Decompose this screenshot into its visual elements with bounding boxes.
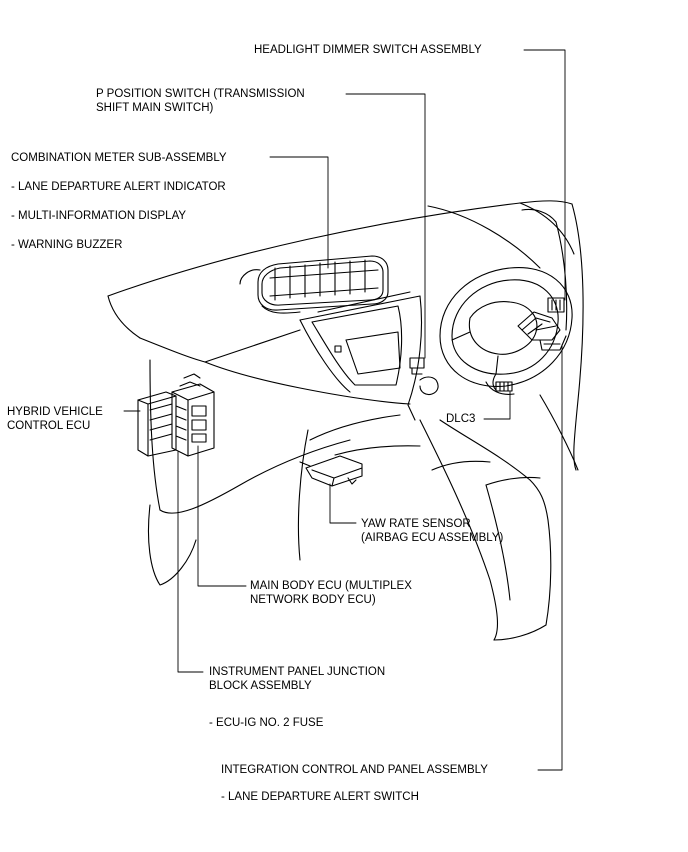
label-junction-block-line2: BLOCK ASSEMBLY	[209, 680, 312, 692]
label-headlight-dimmer-switch: HEADLIGHT DIMMER SWITCH ASSEMBLY	[254, 44, 482, 56]
label-ecu-ig-fuse: - ECU-IG NO. 2 FUSE	[209, 717, 324, 729]
label-hybrid-ecu-line2: CONTROL ECU	[7, 420, 91, 432]
label-lane-departure-indicator: - LANE DEPARTURE ALERT INDICATOR	[11, 181, 226, 193]
label-p-position-switch-line1: P POSITION SWITCH (TRANSMISSION	[96, 88, 305, 100]
main-body-ecu-drawing	[171, 373, 215, 457]
label-yaw-rate-sensor-line2: (AIRBAG ECU ASSEMBLY)	[361, 532, 504, 544]
label-hybrid-ecu-line1: HYBRID VEHICLE	[7, 406, 103, 418]
label-lane-departure-switch: - LANE DEPARTURE ALERT SWITCH	[221, 791, 419, 803]
hybrid-ecu-drawing	[137, 391, 177, 457]
label-integration-control: INTEGRATION CONTROL AND PANEL ASSEMBLY	[221, 764, 488, 776]
steering-wheel	[439, 266, 573, 395]
center-stack	[299, 291, 439, 421]
headlight-dimmer-switch-drawing	[517, 297, 567, 351]
leader-lines	[123, 49, 566, 771]
label-warning-buzzer: - WARNING BUZZER	[11, 239, 123, 251]
yaw-rate-sensor-drawing	[299, 455, 363, 487]
label-dlc3: DLC3	[446, 413, 476, 425]
dashboard-body	[107, 200, 584, 641]
label-junction-block-line1: INSTRUMENT PANEL JUNCTION	[209, 666, 386, 678]
combination-meter-drawing	[239, 255, 389, 314]
label-yaw-rate-sensor-line1: YAW RATE SENSOR	[361, 518, 471, 530]
label-multi-information-display: - MULTI-INFORMATION DISPLAY	[11, 210, 187, 222]
label-main-body-ecu-line2: NETWORK BODY ECU)	[250, 594, 376, 606]
label-main-body-ecu-line1: MAIN BODY ECU (MULTIPLEX	[250, 580, 412, 592]
label-combination-meter: COMBINATION METER SUB-ASSEMBLY	[11, 152, 227, 164]
label-p-position-switch-line2: SHIFT MAIN SWITCH)	[96, 102, 214, 114]
